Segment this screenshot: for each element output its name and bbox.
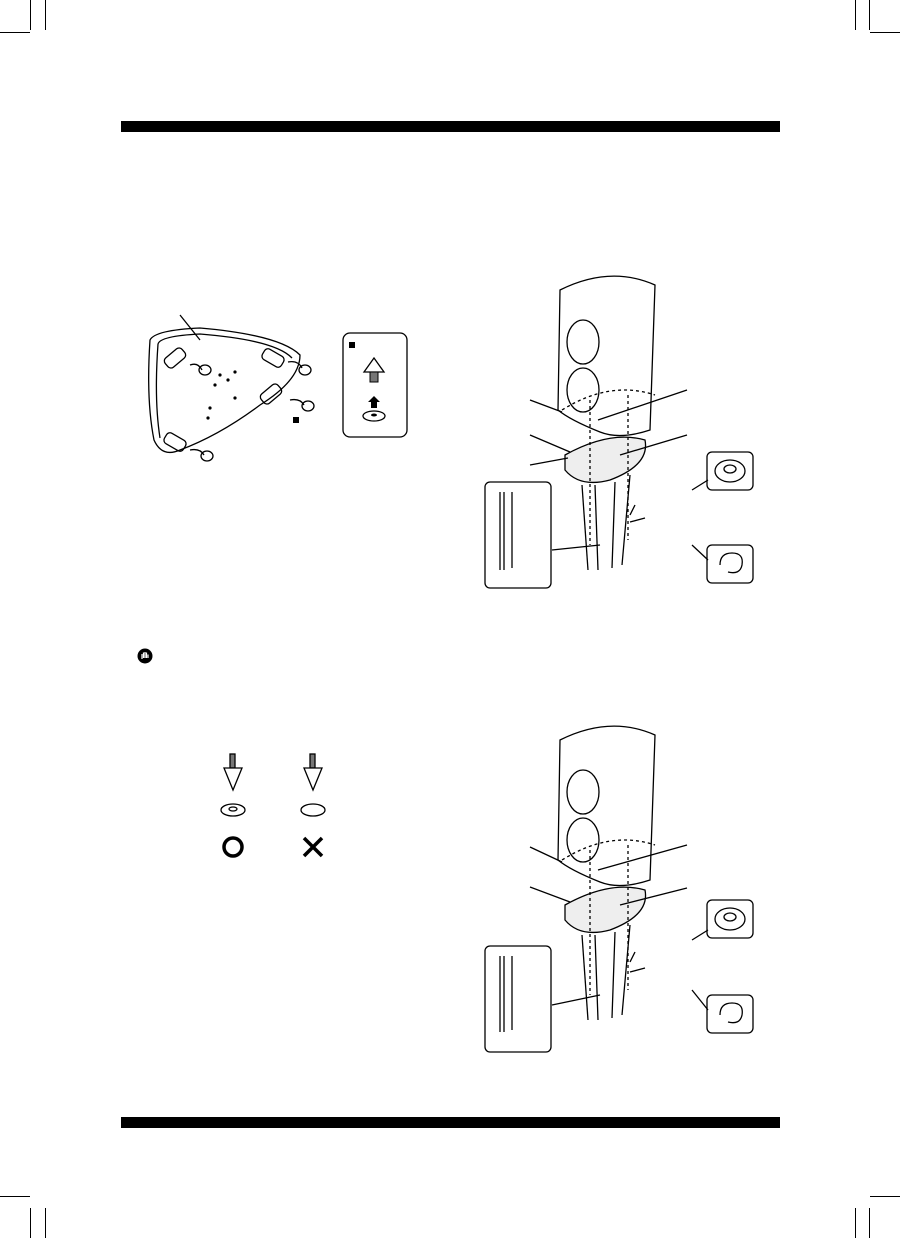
incorrect-cross-icon bbox=[302, 836, 324, 858]
spike-assembly-inset bbox=[342, 332, 408, 438]
footer-rule bbox=[121, 1117, 780, 1128]
speaker-stand-assembly-1 bbox=[484, 275, 754, 589]
speaker-stand-assembly-2 bbox=[484, 725, 754, 1053]
caution-hand-icon bbox=[137, 648, 153, 664]
correct-circle-icon bbox=[222, 836, 244, 858]
spike-washer-comparison bbox=[220, 753, 326, 858]
header-rule bbox=[121, 121, 780, 132]
stand-base-underside bbox=[148, 314, 315, 462]
